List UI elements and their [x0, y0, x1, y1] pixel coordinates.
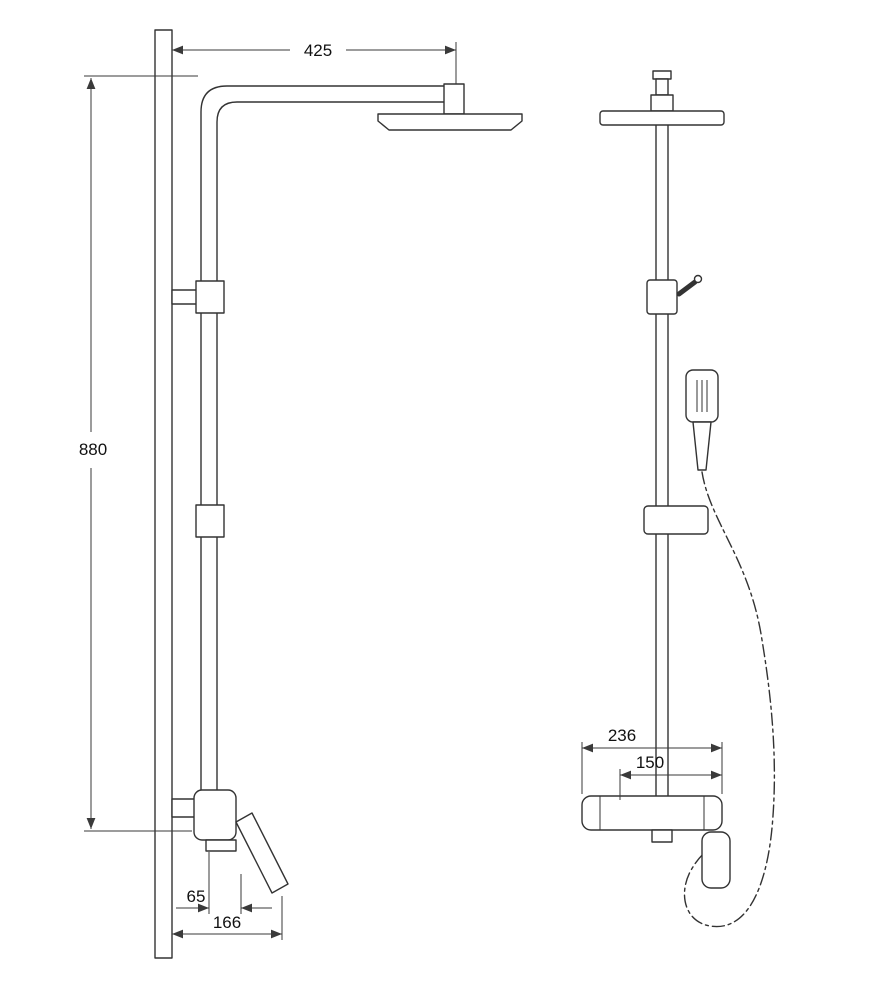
wall-section [154, 29, 173, 959]
dim-label-65: 65 [187, 887, 206, 906]
head-connector-front [650, 94, 674, 112]
dim-label-425: 425 [304, 41, 332, 60]
upper-pipe-clamp [195, 280, 225, 314]
dimension-connection-spacing: 150 [619, 753, 722, 800]
dimension-column-height: 880 [79, 75, 198, 832]
riser-pipe-outer [200, 85, 453, 832]
dimension-base-depth: 166 [172, 896, 283, 940]
riser-pipe-inner [216, 101, 453, 832]
dim-label-236: 236 [608, 726, 636, 745]
dimension-lever-offset: 65 [176, 852, 272, 914]
hand-shower-holder [643, 505, 709, 535]
hand-shower-handle [692, 421, 712, 471]
head-connector-side [443, 83, 465, 115]
mixer-body-side [193, 789, 237, 841]
head-swivel-top [652, 70, 672, 80]
mixer-hose-outlet [651, 829, 673, 843]
side-view: 880 425 65 [79, 29, 523, 959]
dimension-top-arm-reach: 425 [172, 41, 457, 86]
dim-label-880: 880 [79, 440, 107, 459]
mixer-lever-front [701, 831, 731, 889]
rain-head-side [377, 113, 523, 131]
diverter-joint [646, 279, 678, 315]
mid-slider-side [195, 504, 225, 538]
dim-label-166: 166 [213, 913, 241, 932]
front-view: 236 150 [581, 70, 776, 928]
diverter-knob [693, 274, 703, 284]
rain-head-front [599, 110, 725, 126]
diverter-lever [676, 279, 698, 297]
dim-label-150: 150 [636, 753, 664, 772]
mixer-outlet-side [205, 839, 237, 852]
head-swivel-stem [655, 78, 669, 96]
dimension-body-width: 236 [581, 726, 723, 794]
mixer-body-front [581, 795, 723, 831]
shower-hose [683, 471, 776, 928]
lower-wall-bracket [171, 798, 197, 818]
mixer-lever-side [235, 812, 289, 894]
